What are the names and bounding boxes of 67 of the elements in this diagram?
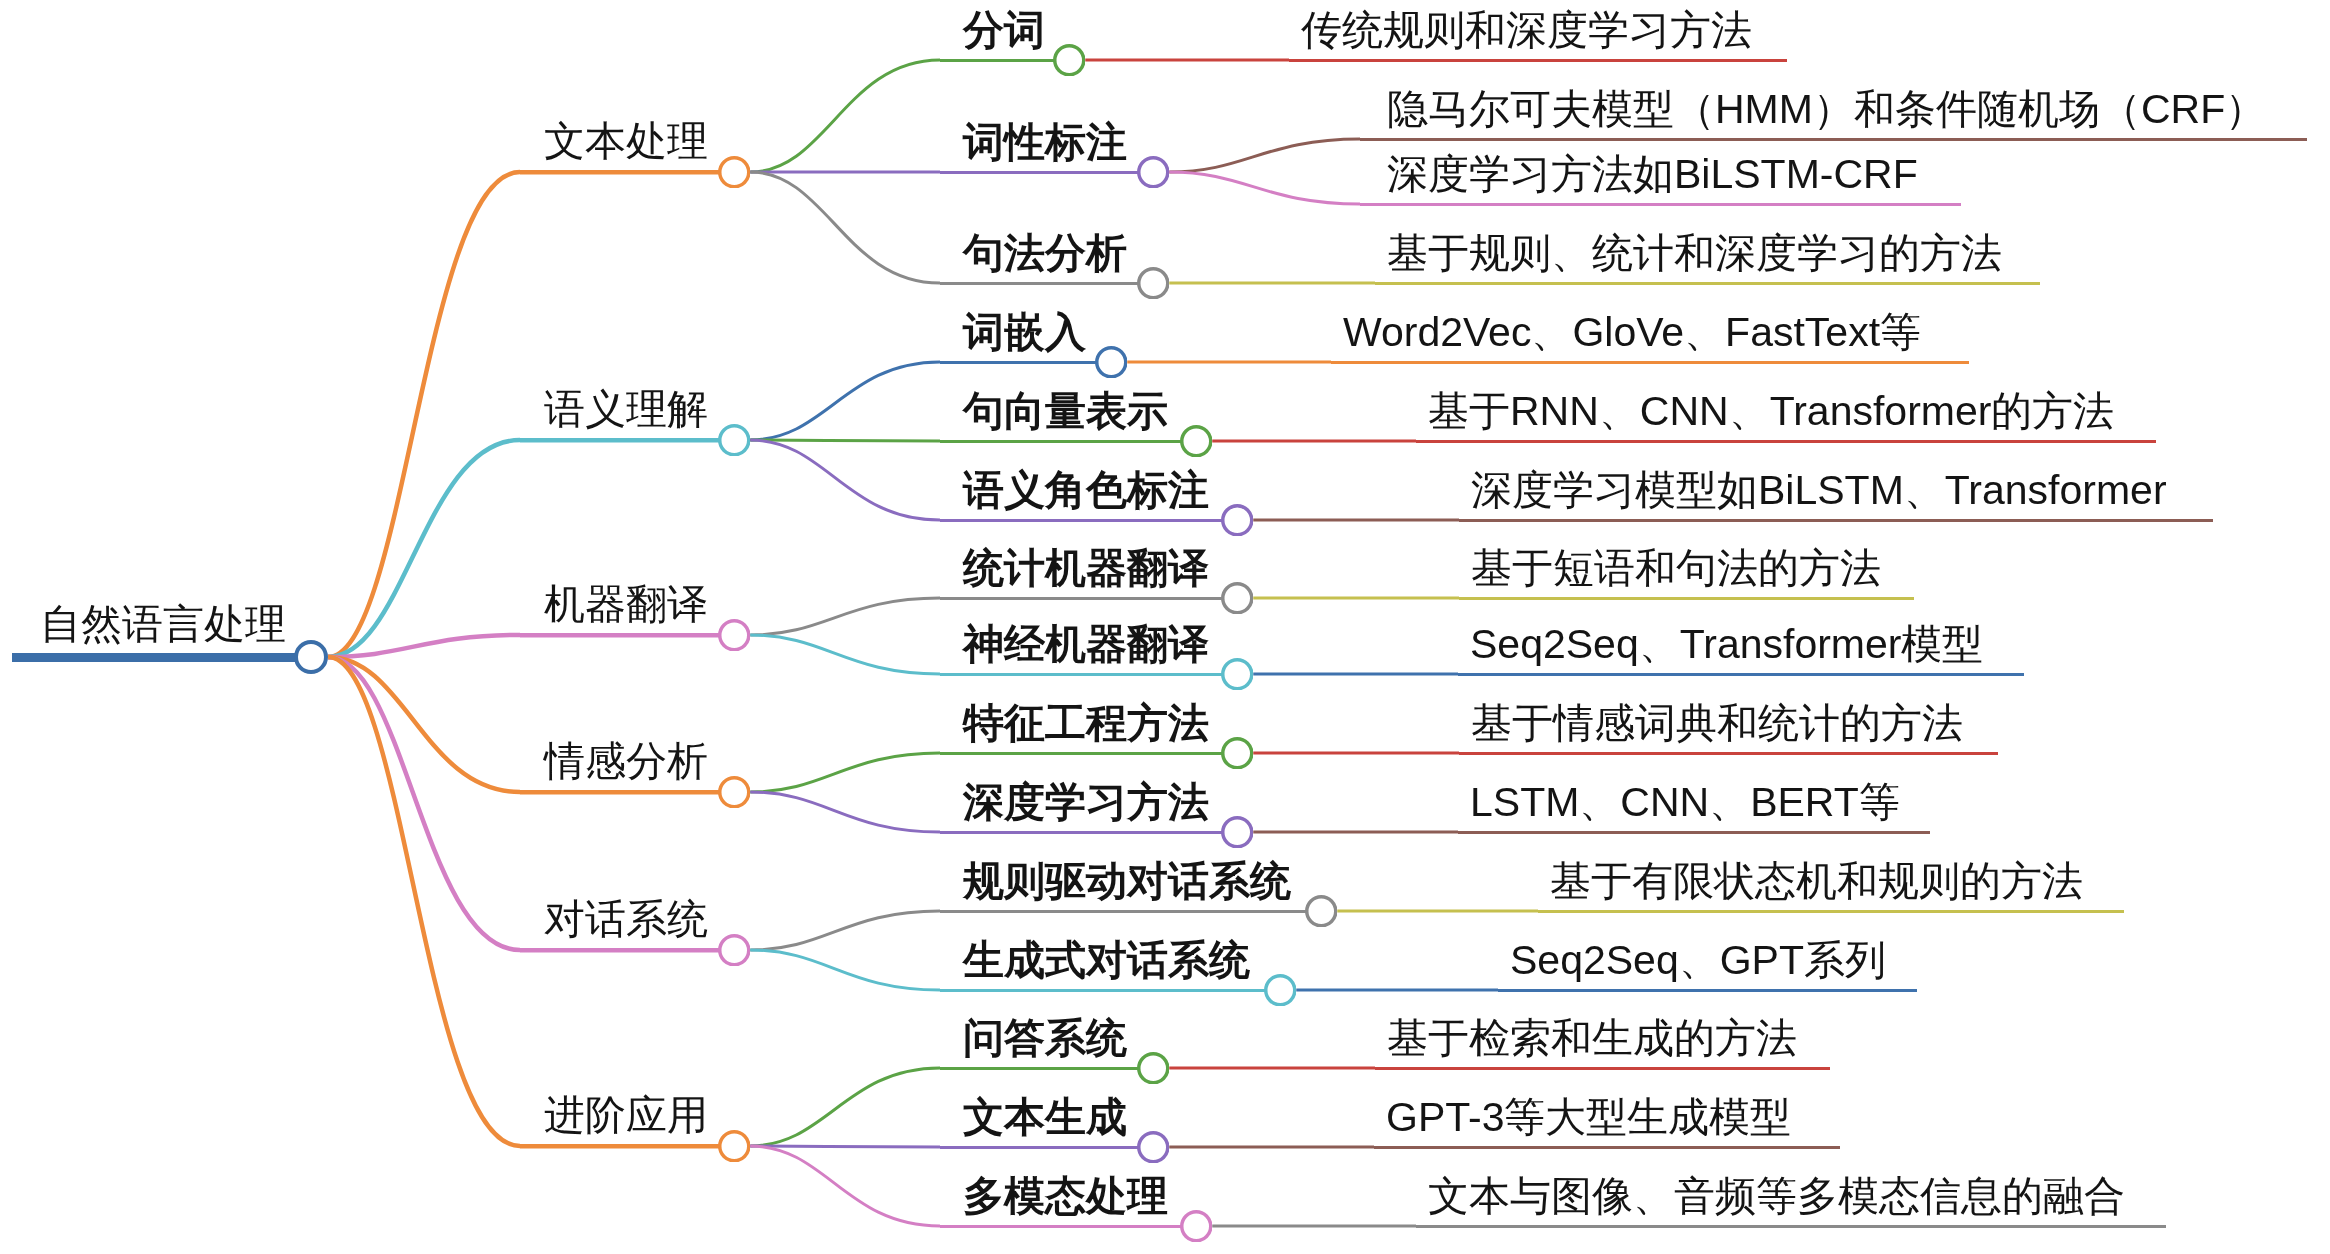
- detail-topic: Seq2Seq、GPT系列: [1498, 935, 1917, 992]
- branch-line: [1337, 909, 1538, 913]
- topic-label: 机器翻译: [544, 579, 708, 629]
- topic-label: 问答系统: [963, 1013, 1127, 1063]
- branch-line: [1169, 170, 1361, 206]
- branch-line: [1169, 1066, 1375, 1070]
- branch-line: [750, 1144, 941, 1228]
- detail-topic: 基于情感词典和统计的方法: [1459, 698, 1998, 755]
- branch-line: [750, 790, 941, 834]
- topic-label: 文本生成: [963, 1092, 1127, 1142]
- detail-topic: Word2Vec、GloVe、FastText等: [1331, 307, 1969, 364]
- branch-line: [1085, 58, 1289, 62]
- topic-label: 特征工程方法: [963, 698, 1209, 748]
- detail-topic: 基于规则、统计和深度学习的方法: [1375, 228, 2040, 285]
- topic-label: 句法分析: [963, 228, 1127, 278]
- topic-label: 句向量表示: [963, 386, 1168, 436]
- branch-line: [1253, 672, 1458, 676]
- branch-line: [750, 360, 941, 442]
- branch-line: [750, 948, 941, 992]
- branch-line: [750, 633, 941, 676]
- branch-line: [750, 909, 941, 952]
- detail-topic: 基于短语和句法的方法: [1459, 543, 1914, 600]
- branch-line: [750, 438, 941, 522]
- detail-topic: 文本与图像、音频等多模态信息的融合: [1416, 1171, 2166, 1228]
- topic-label: 文本处理: [544, 116, 708, 166]
- topic-label: 自然语言处理: [40, 599, 286, 649]
- detail-topic: GPT-3等大型生成模型: [1374, 1092, 1840, 1149]
- topic-label: 规则驱动对话系统: [963, 856, 1291, 906]
- detail-topic: 基于RNN、CNN、Transformer的方法: [1416, 386, 2156, 443]
- topic-label: 深度学习方法: [963, 777, 1209, 827]
- branch-line: [1212, 439, 1416, 443]
- branch-line: [1253, 518, 1459, 522]
- branch-line: [1169, 281, 1375, 285]
- topic-label: 情感分析: [544, 736, 708, 786]
- branch-line: [1169, 137, 1361, 174]
- branch-line: [1253, 596, 1459, 600]
- detail-topic: 基于有限状态机和规则的方法: [1538, 856, 2124, 913]
- topic-label: 语义角色标注: [963, 465, 1209, 515]
- topic-label: 语义理解: [544, 384, 708, 434]
- detail-topic: Seq2Seq、Transformer模型: [1458, 619, 2024, 676]
- branch-line: [750, 751, 941, 794]
- branch-line: [750, 58, 941, 174]
- branch-line: [750, 1066, 941, 1148]
- detail-topic: 隐马尔可夫模型（HMM）和条件随机场（CRF）: [1360, 84, 2307, 141]
- topic-label: 统计机器翻译: [963, 543, 1209, 593]
- topic-label: 分词: [963, 5, 1045, 55]
- branch-line: [1127, 360, 1331, 364]
- topic-label: 多模态处理: [963, 1171, 1168, 1221]
- topic-label: 词性标注: [963, 117, 1127, 167]
- topic-label: 对话系统: [544, 894, 708, 944]
- detail-topic: 深度学习模型如BiLSTM、Transformer: [1459, 465, 2213, 522]
- topic-label: 词嵌入: [963, 307, 1086, 357]
- topic-label: 进阶应用: [544, 1090, 708, 1140]
- topic-label: 神经机器翻译: [963, 619, 1209, 669]
- topic-label: 生成式对话系统: [963, 935, 1250, 985]
- detail-topic: LSTM、CNN、BERT等: [1458, 777, 1930, 834]
- branch-line: [327, 654, 521, 953]
- branch-line: [1253, 751, 1459, 755]
- branch-line: [1212, 1224, 1416, 1228]
- branch-line: [1253, 830, 1458, 834]
- detail-topic: 深度学习方法如BiLSTM-CRF: [1360, 149, 1961, 206]
- branch-line: [1169, 1145, 1374, 1149]
- branch-line: [750, 170, 941, 285]
- detail-topic: 传统规则和深度学习方法: [1289, 5, 1787, 62]
- branch-line: [750, 596, 941, 637]
- detail-topic: 基于检索和生成的方法: [1375, 1013, 1830, 1070]
- branch-line: [1296, 988, 1498, 992]
